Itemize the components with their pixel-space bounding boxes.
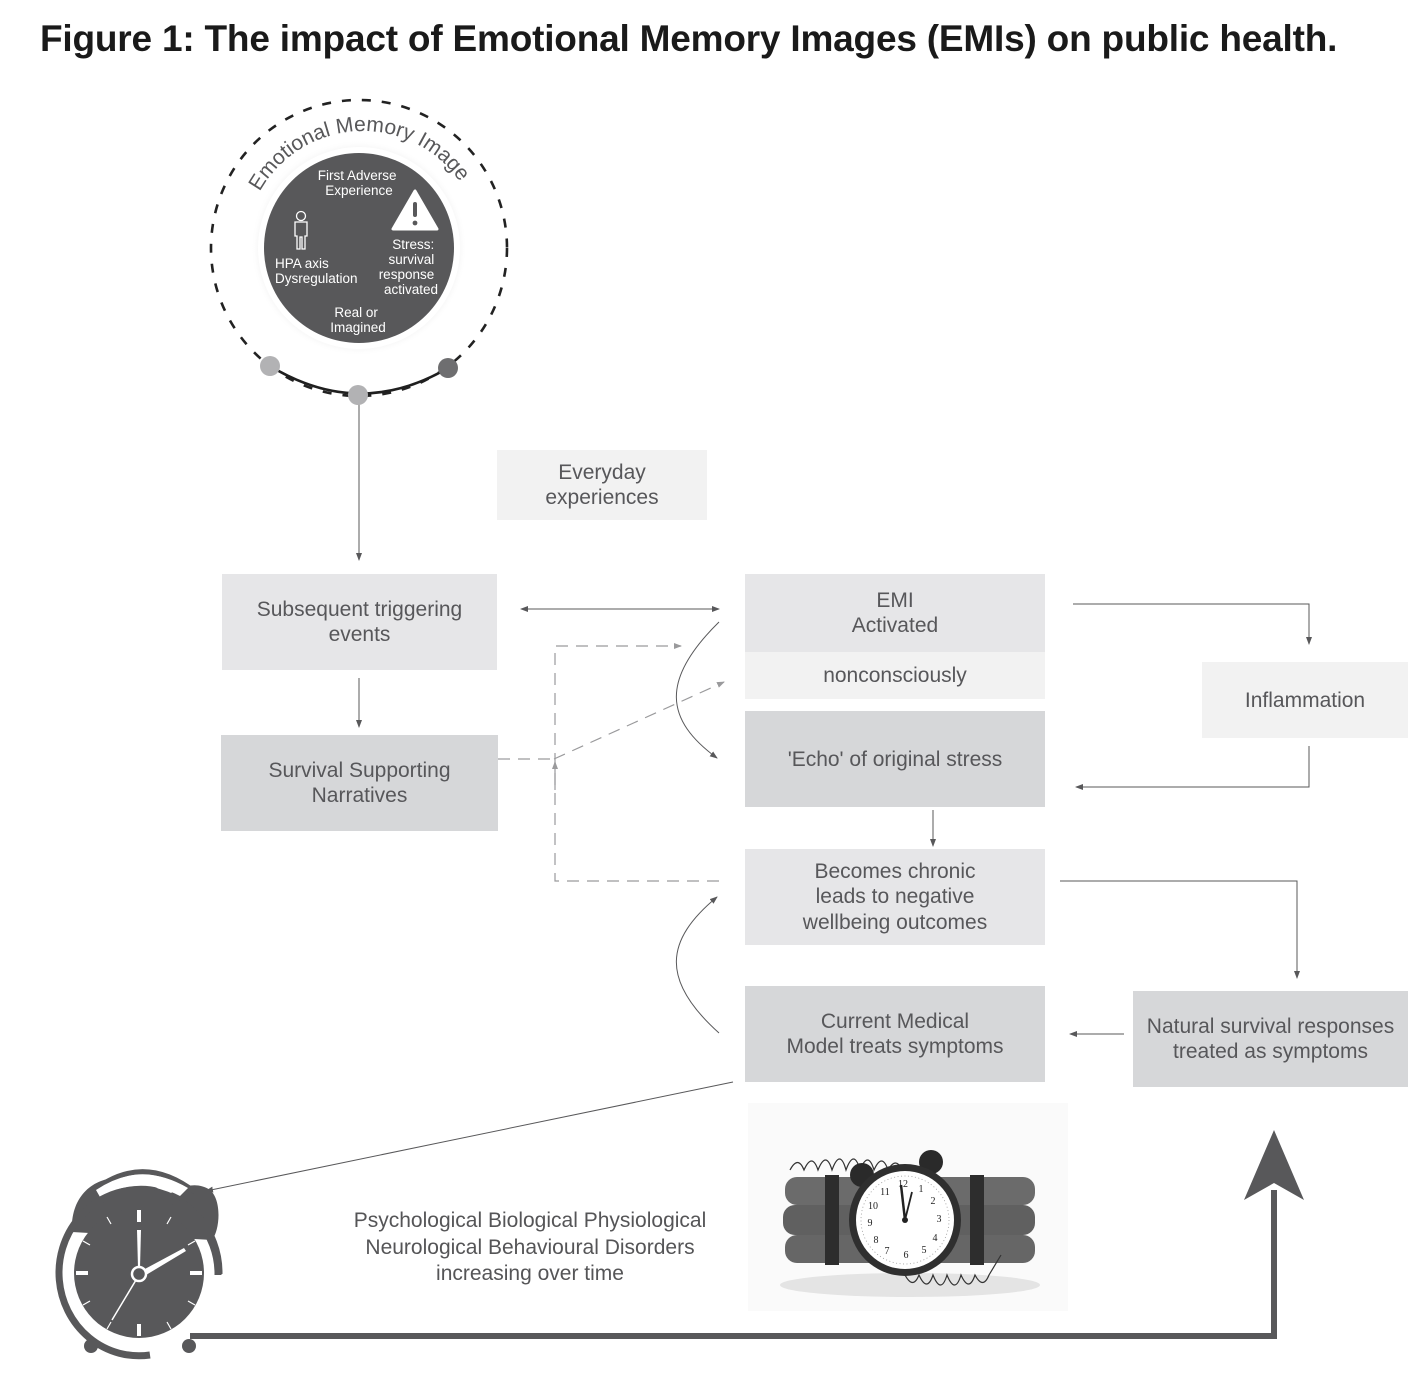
- box-subsequent-triggering-events: Subsequent triggering events: [222, 574, 497, 670]
- figure-title: Figure 1: The impact of Emotional Memory…: [40, 18, 1338, 59]
- chronic-line-1: Becomes chronic: [814, 859, 976, 883]
- everyday-line-2: experiences: [545, 486, 659, 509]
- caption-line-2: Neurological Behavioural Disorders: [365, 1235, 695, 1259]
- echo-label: 'Echo' of original stress: [787, 747, 1003, 771]
- chronic-line-3: wellbeing outcomes: [802, 910, 988, 934]
- subsequent-line-1: Subsequent triggering: [256, 598, 463, 621]
- box-current-medical-model: Current Medical Model treats symptoms: [745, 986, 1045, 1082]
- arrow-inflammation-to-echo: [1075, 746, 1310, 790]
- arrow-chronic-to-natural: [1060, 880, 1300, 979]
- emi-activated-line-2: Activated: [851, 614, 939, 637]
- box-emi-activated: EMI Activated: [745, 574, 1045, 652]
- dashed-arrow-to-nonconsciously: [553, 681, 725, 760]
- narratives-line-2: Narratives: [311, 784, 408, 807]
- box-everyday-experiences: Everyday experiences: [497, 450, 707, 520]
- thick-timeline-arrow: [190, 1190, 1277, 1339]
- curved-arrow-medical-to-chronic: [675, 896, 720, 1034]
- box-becomes-chronic: Becomes chronic leads to negative wellbe…: [745, 849, 1045, 945]
- curved-arrow-emi-to-echo: [675, 621, 720, 759]
- box-survival-supporting-narratives: Survival Supporting Narratives: [221, 735, 498, 831]
- dashed-loop-chronic-to-emi: [554, 643, 719, 882]
- arrow-emi-to-inflammation: [1073, 603, 1312, 645]
- nonconsciously-label: nonconsciously: [823, 664, 967, 687]
- narratives-line-1: Survival Supporting: [268, 759, 451, 782]
- inflammation-label: Inflammation: [1244, 688, 1366, 712]
- box-natural-survival-responses: Natural survival responses treated as sy…: [1133, 991, 1408, 1087]
- emi-activated-line-1: EMI: [876, 589, 914, 612]
- box-nonconsciously: nonconsciously: [745, 652, 1045, 699]
- box-echo-original-stress: 'Echo' of original stress: [745, 711, 1045, 807]
- box-inflammation: Inflammation: [1202, 662, 1408, 738]
- medical-line-2: Model treats symptoms: [786, 1035, 1004, 1058]
- everyday-line-1: Everyday: [558, 461, 646, 484]
- chronic-line-2: leads to negative: [815, 885, 975, 909]
- natural-line-1: Natural survival responses: [1146, 1015, 1395, 1038]
- arrow-medical-to-clock: [205, 1081, 734, 1193]
- caption-line-1: Psychological Biological Physiological: [353, 1209, 707, 1232]
- thick-arrow-head: [1244, 1130, 1304, 1200]
- subsequent-line-2: events: [328, 623, 391, 646]
- medical-line-1: Current Medical: [820, 1010, 970, 1033]
- disorders-caption: Psychological Biological Physiological N…: [330, 1208, 730, 1288]
- natural-line-2: treated as symptoms: [1173, 1040, 1368, 1063]
- caption-line-3: increasing over time: [436, 1262, 624, 1285]
